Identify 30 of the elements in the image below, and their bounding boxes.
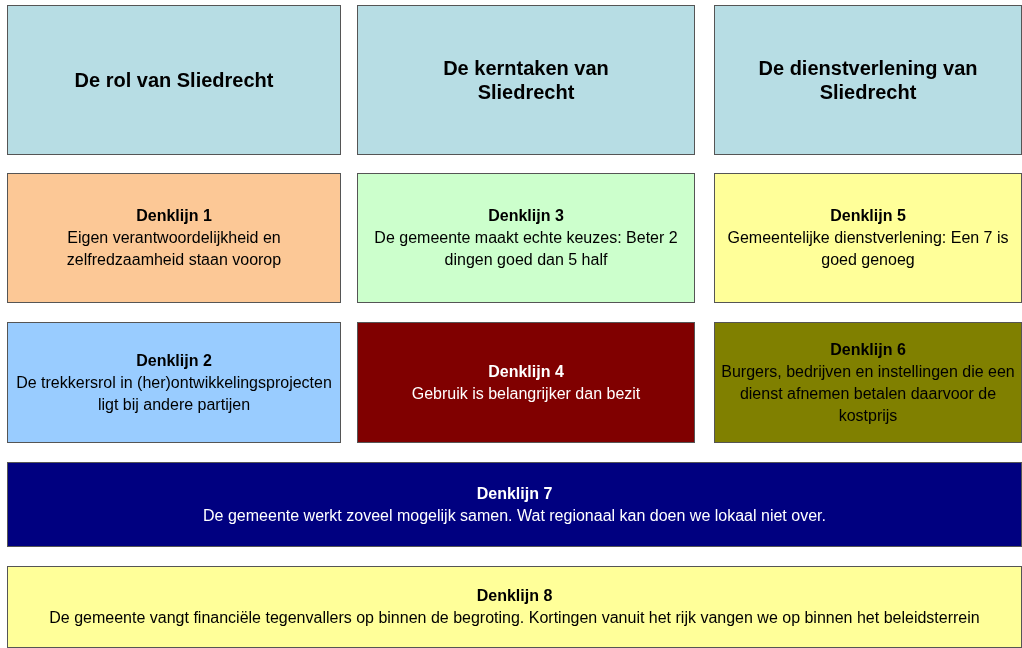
principle-banner xyxy=(7,566,1022,648)
principle-text: Gemeentelijke dienstverlening: Een 7 is goed genoeg xyxy=(726,228,1010,270)
principle-box xyxy=(7,322,341,443)
header-box xyxy=(357,5,695,155)
principle-text: Eigen verantwoordelijkheid en zelfredzaamheid staan voorop xyxy=(65,228,283,270)
principle-box xyxy=(714,173,1022,303)
principle-text: De gemeente werkt zoveel mogelijk samen. Wat regionaal kan doen we lokaal niet over. xyxy=(203,505,826,526)
principle-box xyxy=(7,173,341,303)
principle-title: Denklijn 5 xyxy=(830,206,906,226)
column-heading: De kerntaken van Sliedrecht xyxy=(442,56,610,104)
principle-text: De gemeente maakt echte keuzes: Beter 2 dingen goed dan 5 half xyxy=(373,228,679,270)
header-box xyxy=(714,5,1022,155)
principle-title: Denklijn 2 xyxy=(136,350,212,371)
principle-text: Gebruik is belangrijker dan bezit xyxy=(411,383,641,404)
principle-title: Denklijn 1 xyxy=(136,206,212,226)
principle-title: Denklijn 4 xyxy=(488,361,564,382)
column-heading: De rol van Sliedrecht xyxy=(74,68,274,92)
principle-text: De gemeente vangt financiële tegenvallers op binnen de begroting. Kortingen vanuit het rijk vangen we op binnen het beleidsterrein xyxy=(49,608,980,628)
principle-title: Denklijn 6 xyxy=(830,339,906,360)
header-box xyxy=(7,5,341,155)
principle-title: Denklijn 7 xyxy=(476,483,553,504)
principle-box xyxy=(357,173,695,303)
column-heading: De dienstverlening van Sliedrecht xyxy=(757,56,979,104)
principle-box xyxy=(357,322,695,443)
principle-title: Denklijn 8 xyxy=(476,586,553,606)
principle-title: Denklijn 3 xyxy=(488,206,564,226)
principle-banner xyxy=(7,462,1022,547)
principle-text: Burgers, bedrijven en instellingen die een dienst afnemen betalen daarvoor de kostprijs xyxy=(721,361,1015,426)
principle-box xyxy=(714,322,1022,443)
principle-text: De trekkersrol in (her)ontwikkelingsprojecten ligt bij andere partijen xyxy=(15,372,333,415)
